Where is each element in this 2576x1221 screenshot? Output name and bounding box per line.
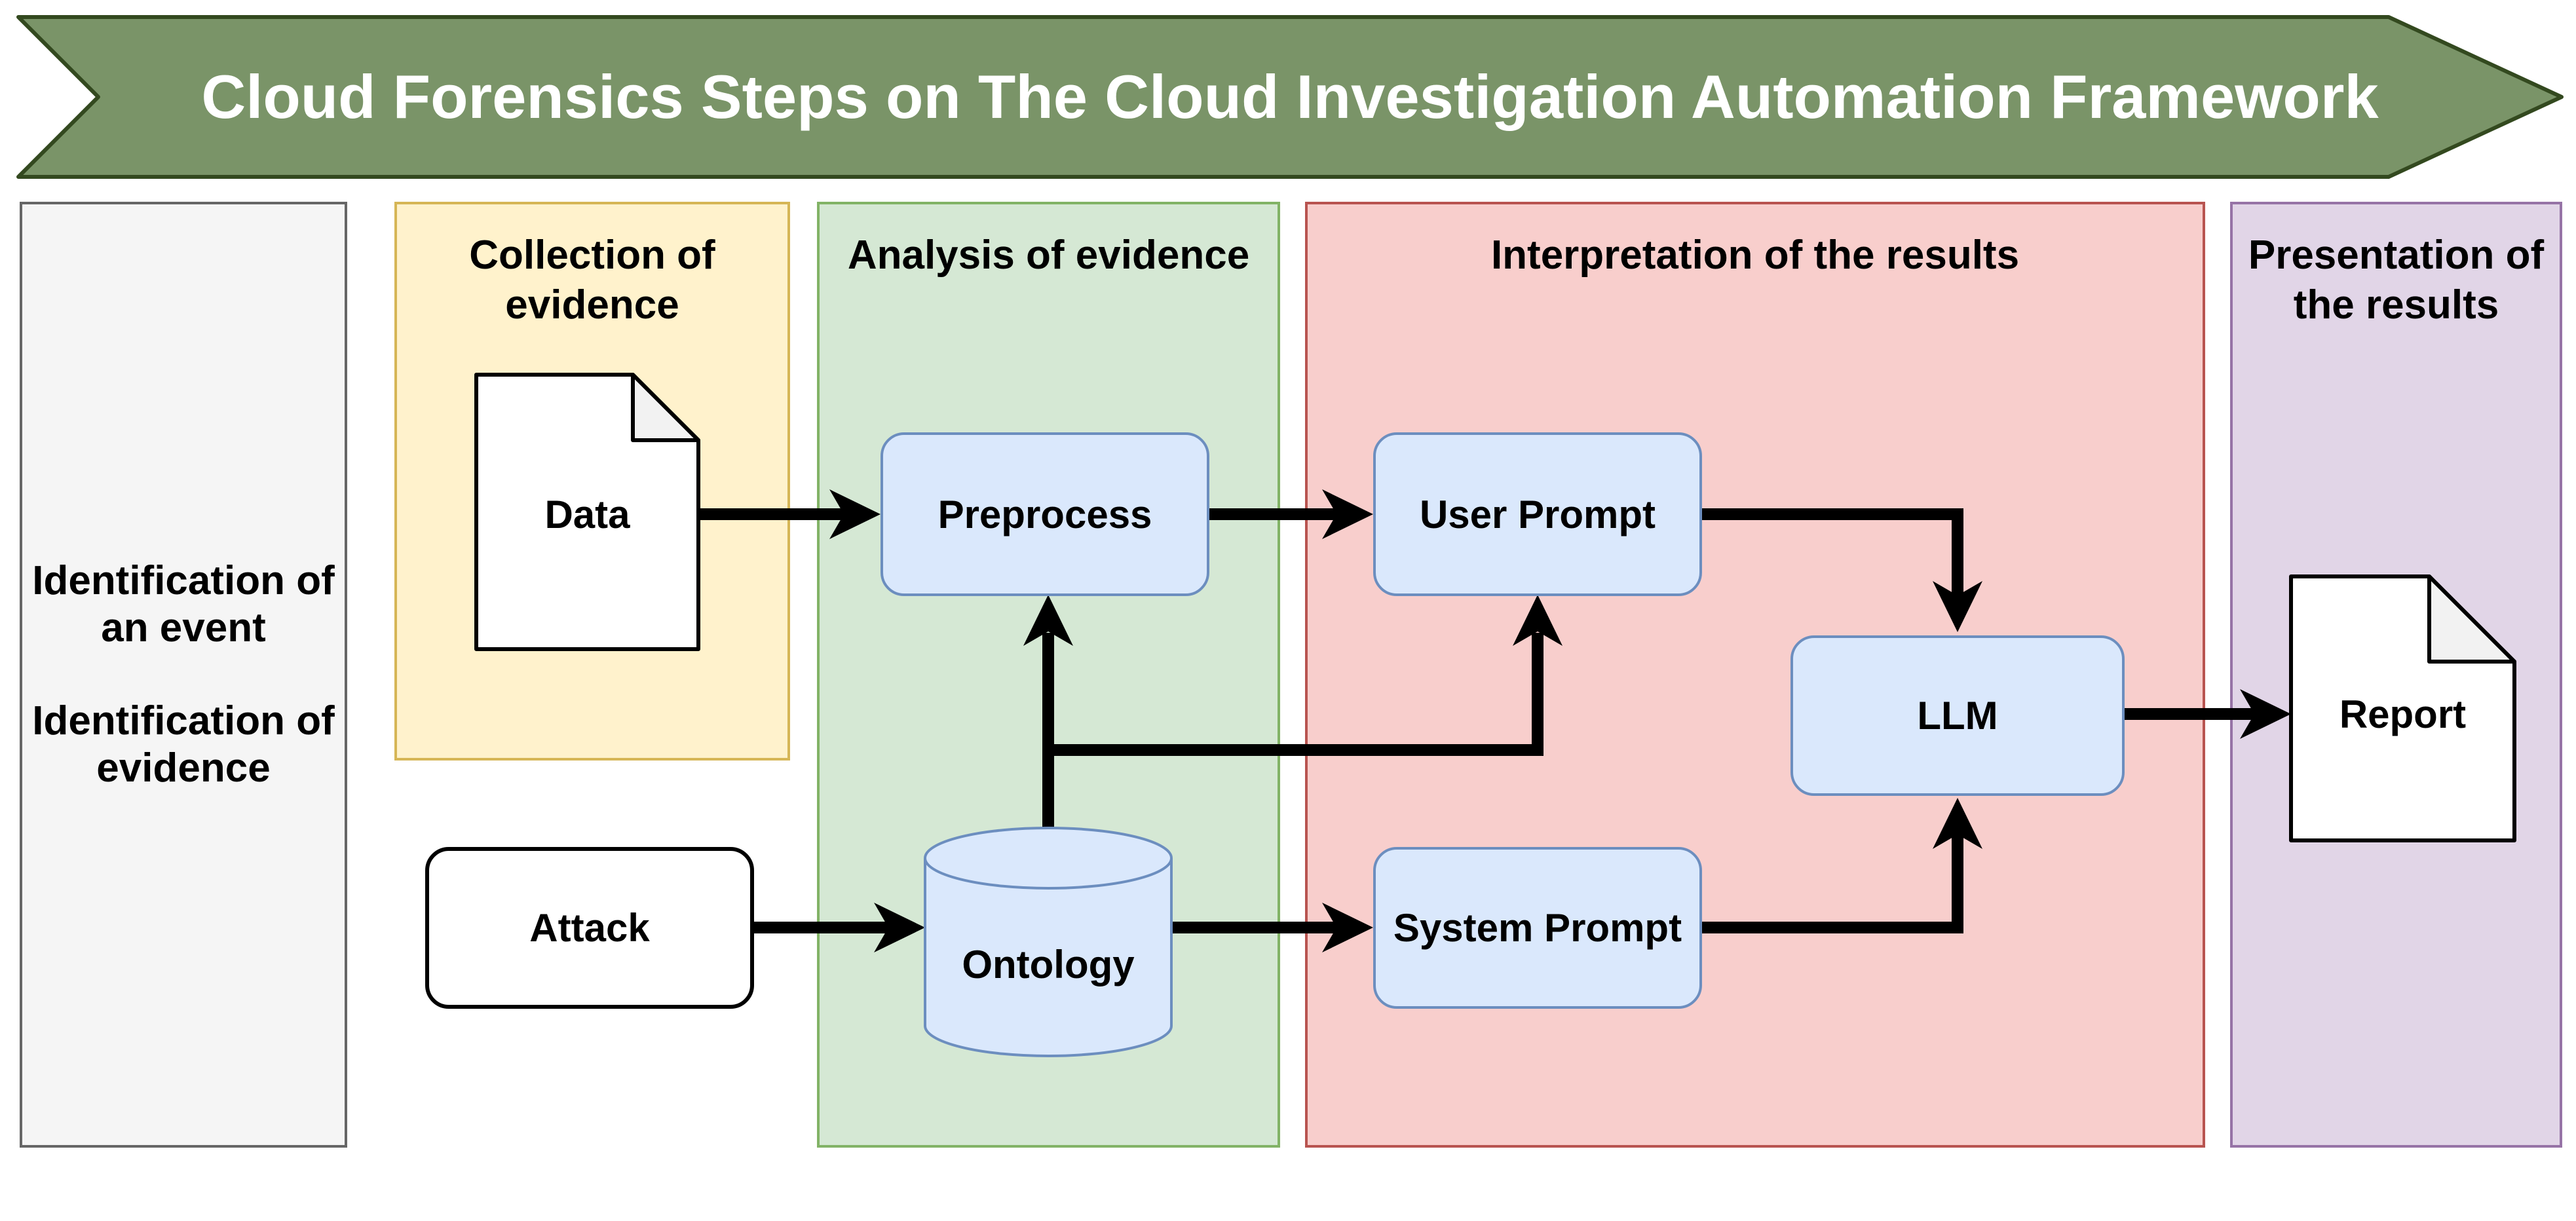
ontology-cylinder-icon (924, 827, 1173, 1057)
node-llm: LLM (1790, 635, 2125, 796)
arrowhead-up-icon (1933, 798, 1982, 849)
identification-event-line1: Identification of (32, 558, 335, 603)
arrowhead-right-icon (1322, 903, 1373, 952)
arrow-preprocess-to-user-prompt (1209, 489, 1373, 539)
presentation-header-line2: the results (2293, 282, 2499, 328)
arrowhead-up-icon (1513, 595, 1563, 646)
arrow-system-prompt-to-llm (1702, 798, 1982, 933)
identification-paragraph-evidence: Identification of evidence (32, 698, 335, 792)
preprocess-label: Preprocess (938, 492, 1152, 536)
arrow-ontology-to-system-prompt (1171, 903, 1373, 952)
arrowhead-right-icon (1322, 489, 1373, 539)
arrow-attack-to-ontology (754, 903, 925, 952)
identification-evidence-line1: Identification of (32, 698, 335, 743)
arrow-user-prompt-to-llm (1702, 508, 1982, 632)
arrow-ontology-to-preprocess (1023, 595, 1073, 828)
attack-label: Attack (529, 906, 650, 950)
page-title: Cloud Forensics Steps on The Cloud Inves… (201, 62, 2379, 131)
presentation-header-line1: Presentation of (2248, 233, 2545, 278)
report-document-icon (2289, 574, 2516, 842)
ontology-label: Ontology (962, 942, 1135, 986)
arrow-ontology-to-user-prompt (1048, 595, 1563, 756)
identification-paragraph-event: Identification of an event (32, 557, 335, 652)
analysis-header: Analysis of evidence (847, 233, 1250, 278)
arrowhead-right-icon (874, 903, 925, 952)
arrowhead-right-icon (829, 489, 881, 539)
arrow-data-to-preprocess (698, 489, 881, 539)
collection-header-line1: Collection of (469, 233, 715, 278)
data-document-icon (474, 373, 700, 651)
identification-event-line2: an event (101, 605, 266, 650)
identification-evidence-line2: evidence (96, 745, 271, 791)
node-attack: Attack (425, 847, 754, 1009)
arrowhead-up-icon (1023, 595, 1073, 646)
banner-ribbon-shape (16, 15, 2564, 179)
collection-header: Collection of evidence (397, 204, 787, 330)
node-preprocess: Preprocess (881, 432, 1209, 596)
report-label: Report (2339, 692, 2467, 736)
arrowhead-down-icon (1933, 581, 1982, 632)
arrowhead-right-icon (2240, 689, 2291, 739)
llm-label: LLM (1917, 694, 1998, 738)
panel-identification: Identification of an event Identificatio… (20, 202, 347, 1148)
presentation-header: Presentation of the results (2233, 204, 2560, 330)
arrow-llm-to-report (2125, 689, 2291, 739)
collection-header-line2: evidence (505, 282, 679, 328)
node-user-prompt: User Prompt (1373, 432, 1702, 596)
identification-text: Identification of an event Identificatio… (22, 204, 345, 1145)
node-system-prompt: System Prompt (1373, 847, 1702, 1009)
data-label: Data (544, 492, 630, 536)
system-prompt-label: System Prompt (1393, 906, 1682, 950)
user-prompt-label: User Prompt (1419, 492, 1656, 536)
interpretation-header: Interpretation of the results (1490, 233, 2020, 278)
